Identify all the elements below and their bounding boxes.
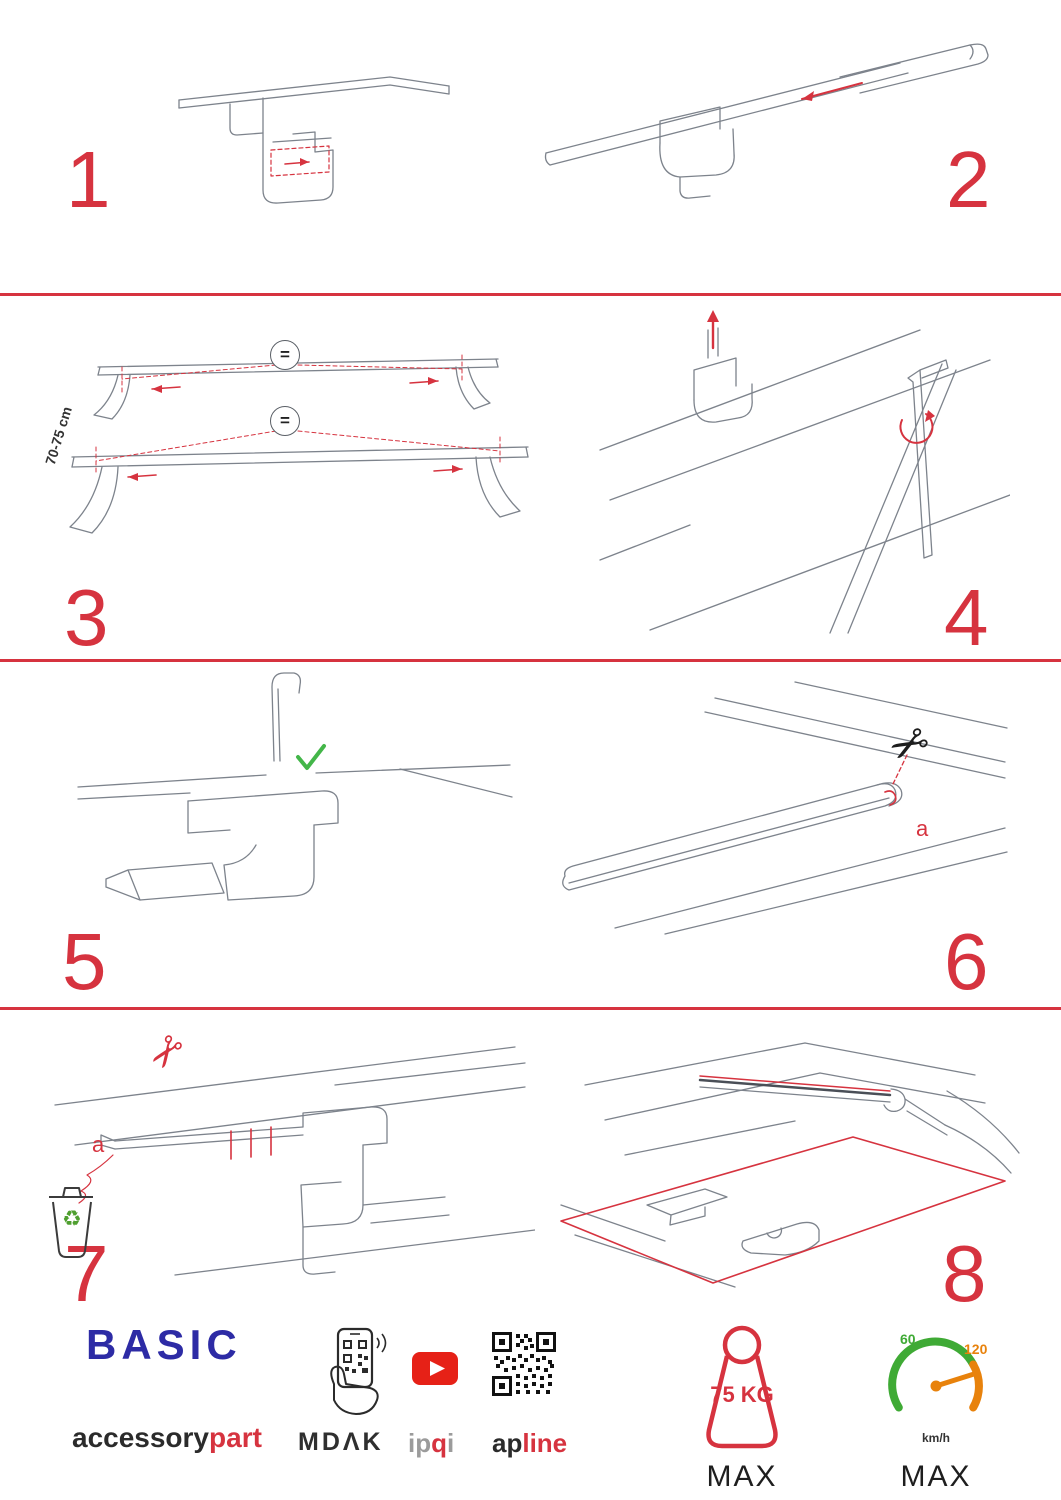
brand-accessory-text: accessory [72,1422,210,1453]
youtube-icon [412,1352,458,1385]
brand-ipqi-q: q [431,1428,447,1458]
step-3-illustration [69,354,529,534]
speed-unit-label: km/h [922,1431,950,1445]
brand-ipqi-ip: ip [408,1428,432,1458]
speedometer-icon: 60 120 km/h [888,1331,988,1445]
cut-marks [78,1126,272,1204]
section-divider-3 [0,1007,1061,1010]
brand-accessorypart: accessorypart [72,1424,262,1452]
recycle-icon: ♻ [62,1206,82,1231]
brand-mdak: MDΛK [298,1428,384,1456]
equal-distance-guides [95,354,501,476]
step-4-illustration [599,310,1010,634]
section-divider-1 [0,293,1061,296]
section-divider-2 [0,659,1061,662]
step-8-illustration [560,1042,1020,1288]
highlight-zone [560,1075,1006,1284]
pull-up-arrow [707,310,719,350]
step-5-number: 5 [62,917,107,1006]
step-3-number: 3 [64,573,109,662]
step-6-illustration [562,681,1008,935]
brand-ipqi: ipqi [408,1430,454,1456]
weight-limit-value: 75 KG [710,1382,774,1407]
step-1-illustration [178,76,450,204]
weight-limit-icon [706,1325,778,1449]
weight-max-label: MAX [706,1460,778,1493]
brand-part-text: part [209,1422,262,1453]
trash-bin-icon [49,1187,93,1258]
strap-end-highlight [884,754,908,806]
step-6-number: 6 [944,917,989,1006]
step-2-illustration [544,43,989,199]
step-7-illustration [49,1046,535,1276]
step-4-number: 4 [944,573,989,662]
slide-arrow [801,82,863,101]
step-1-number: 1 [66,135,111,224]
brand-basic: BASIC [86,1321,242,1368]
brand-ipqi-i: i [447,1428,455,1458]
rotate-arrow [899,410,935,444]
step-8-number: 8 [942,1229,987,1318]
equal-symbol-bottom: = [270,406,300,436]
push-arrow [284,158,310,166]
insert-highlight-box [270,145,330,177]
phone-qr-scan-icon [330,1327,387,1415]
brand-apline-line: line [522,1428,568,1458]
step-6-cut-label: a [916,816,929,841]
step-2-number: 2 [946,135,991,224]
equal-symbol-top: = [270,340,300,370]
check-icon [296,744,326,770]
step-7-cut-label: a [92,1132,105,1157]
speed-low-label: 60 [900,1331,916,1347]
brand-apline: apline [492,1430,567,1456]
speed-high-label: 120 [964,1341,988,1357]
qr-code-icon [492,1332,556,1396]
speed-max-label: MAX [900,1460,972,1493]
adjust-arrows [127,377,463,481]
step-5-illustration [77,672,513,901]
brand-apline-ap: ap [492,1428,523,1458]
